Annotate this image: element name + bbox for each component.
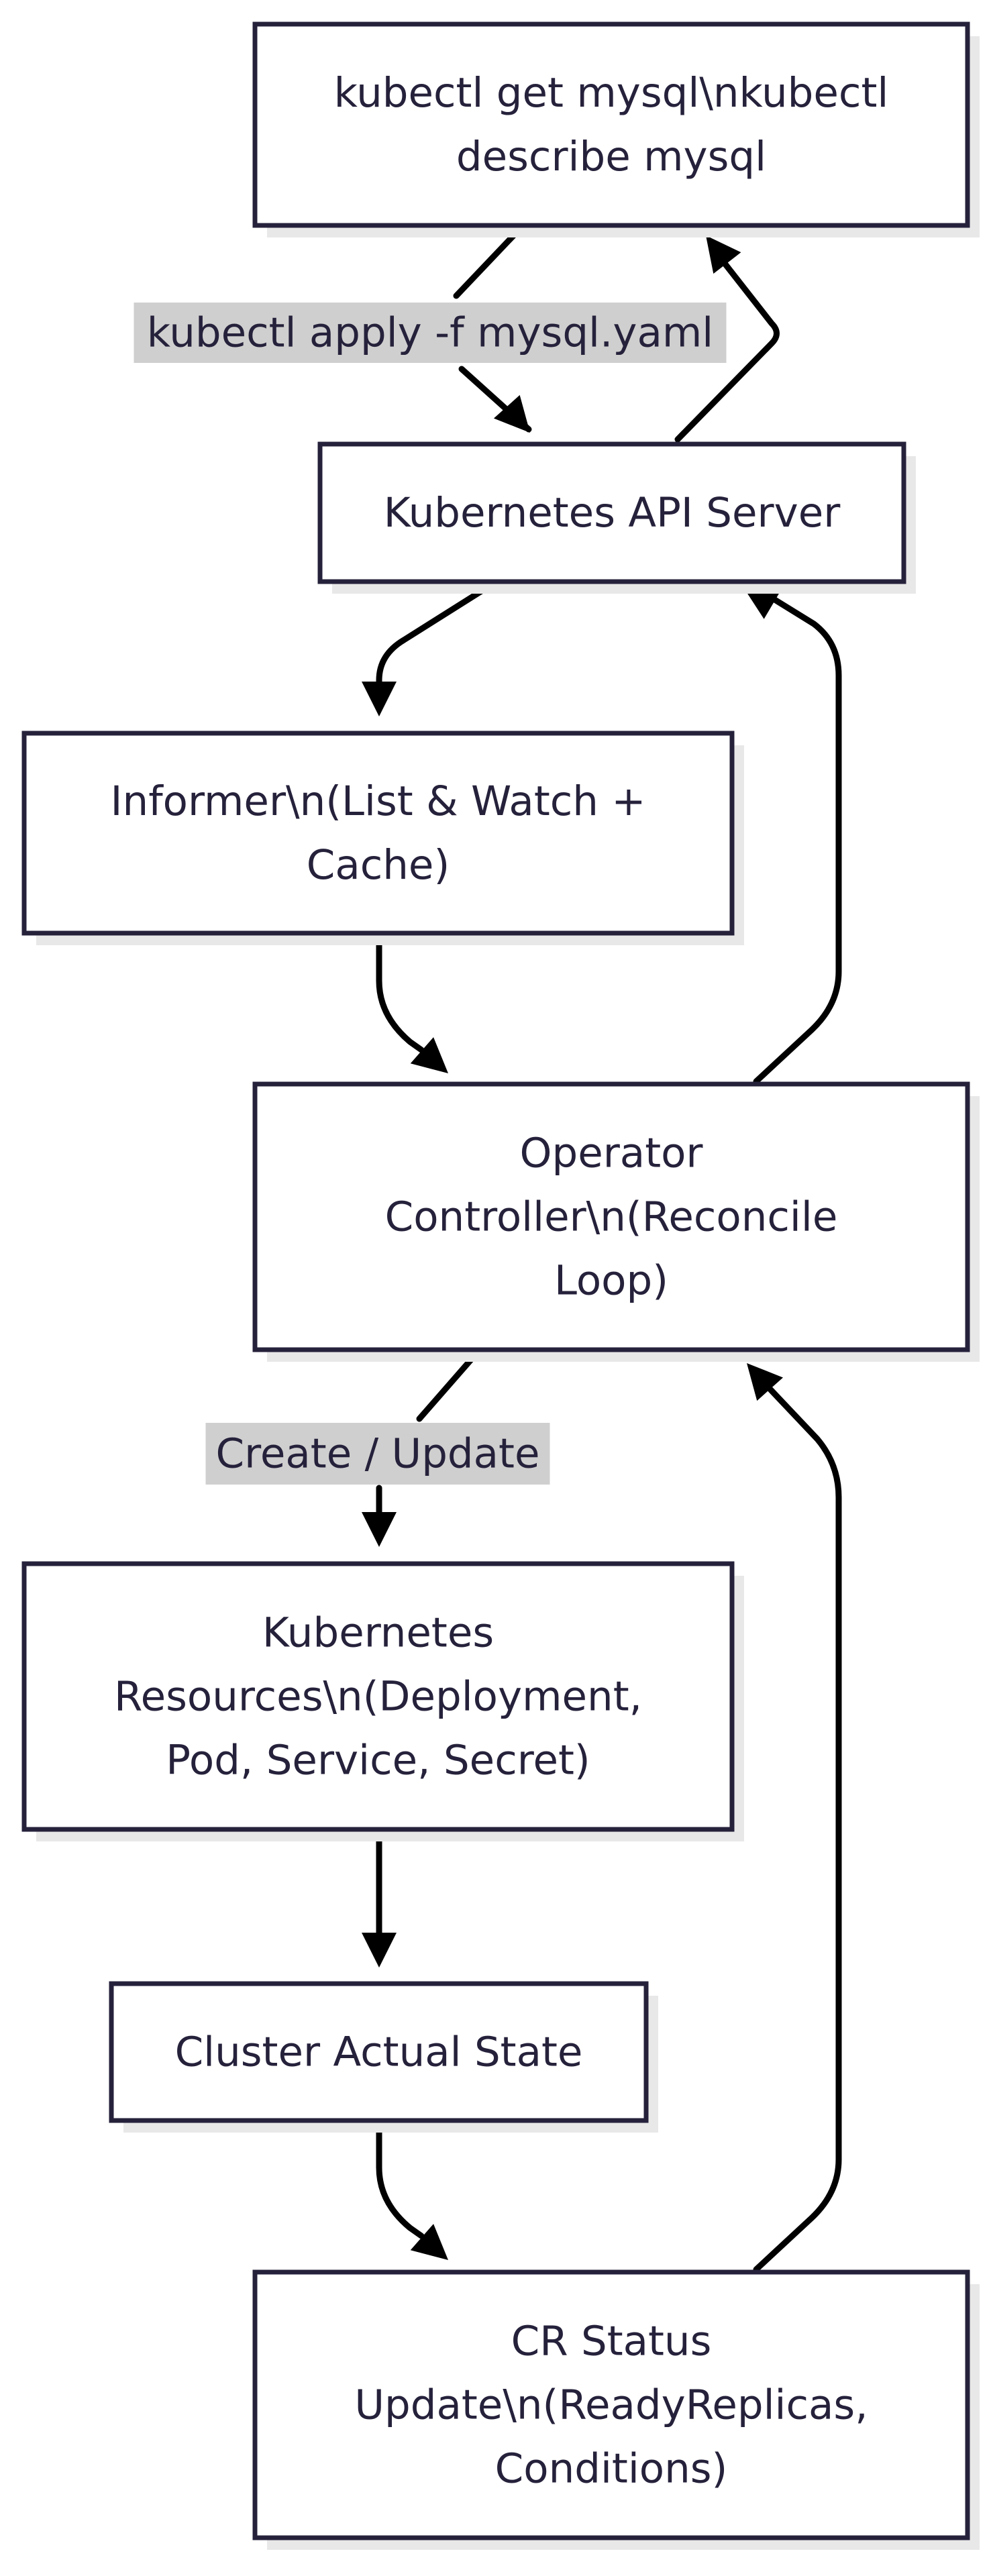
node-label-line: Kubernetes API Server bbox=[384, 489, 841, 537]
edge-label-text: kubectl apply -f mysql.yaml bbox=[147, 309, 714, 357]
arrowhead-resources-to-cluster bbox=[362, 1933, 397, 1968]
edge-cr-to-operator bbox=[753, 1386, 842, 2273]
arrowhead-informer-to-operator bbox=[410, 1037, 448, 1073]
node-box bbox=[109, 1981, 649, 2123]
arrowhead-operator-to-resources bbox=[362, 1512, 397, 1547]
node-cluster-state: Cluster Actual State bbox=[109, 1981, 658, 2133]
node-box bbox=[317, 441, 906, 584]
node-label-line: Kubernetes bbox=[262, 1609, 494, 1657]
node-label-line: Informer\n(List & Watch + bbox=[111, 777, 646, 825]
arrowhead-cluster-to-cr bbox=[410, 2224, 448, 2260]
node-box bbox=[252, 1081, 970, 1352]
node-label-line: Cluster Actual State bbox=[175, 2029, 583, 2076]
node-label-line: Pod, Service, Secret) bbox=[166, 1737, 590, 1784]
arrowhead-cr-to-operator bbox=[747, 1363, 784, 1401]
node-label-line: kubectl get mysql\nkubectl bbox=[334, 69, 889, 117]
edge-api-to-kubectl bbox=[674, 243, 780, 443]
node-label-line: Operator bbox=[519, 1130, 703, 1177]
node-box bbox=[252, 21, 970, 228]
node-label-line: Loop) bbox=[554, 1257, 668, 1305]
node-label-line: CR Status bbox=[511, 2318, 712, 2365]
edge-operator-to-api bbox=[753, 592, 842, 1085]
edge-label-create-update: Create / Update bbox=[205, 1423, 550, 1485]
node-label-line: Resources\n(Deployment, bbox=[114, 1673, 642, 1721]
node-label-line: Cache) bbox=[307, 841, 450, 889]
node-box bbox=[21, 731, 735, 936]
node-box bbox=[21, 1561, 735, 1832]
nodes-layer: kubectl get mysql\nkubectl describe mysql… bbox=[21, 21, 980, 2550]
node-label-line: Update\n(ReadyReplicas, bbox=[354, 2381, 868, 2429]
edge-label-apply: kubectl apply -f mysql.yaml bbox=[134, 303, 727, 363]
edge-label-background bbox=[134, 303, 727, 363]
arrowhead-api-to-kubectl bbox=[706, 235, 741, 274]
node-label-line: describe mysql bbox=[456, 133, 766, 180]
edge-label-background bbox=[205, 1423, 550, 1485]
node-box bbox=[252, 2269, 970, 2540]
node-informer: Informer\n(List & Watch + Cache) bbox=[21, 731, 744, 945]
arrowhead-operator-to-api bbox=[743, 586, 782, 619]
edge-api-to-informer bbox=[376, 578, 500, 689]
node-api-server: Kubernetes API Server bbox=[317, 441, 916, 594]
edge-cluster-to-cr bbox=[376, 2117, 425, 2239]
node-label-line: Conditions) bbox=[495, 2445, 728, 2493]
edge-label-text: Create / Update bbox=[216, 1430, 540, 1478]
node-label-line: Controller\n(Reconcile bbox=[385, 1193, 838, 1241]
arrowhead-api-to-informer bbox=[362, 681, 397, 716]
edge-informer-to-operator bbox=[376, 930, 425, 1053]
arrowhead-kubectl-to-api bbox=[493, 394, 530, 433]
node-kubectl-get: kubectl get mysql\nkubectl describe mysql bbox=[252, 21, 980, 237]
